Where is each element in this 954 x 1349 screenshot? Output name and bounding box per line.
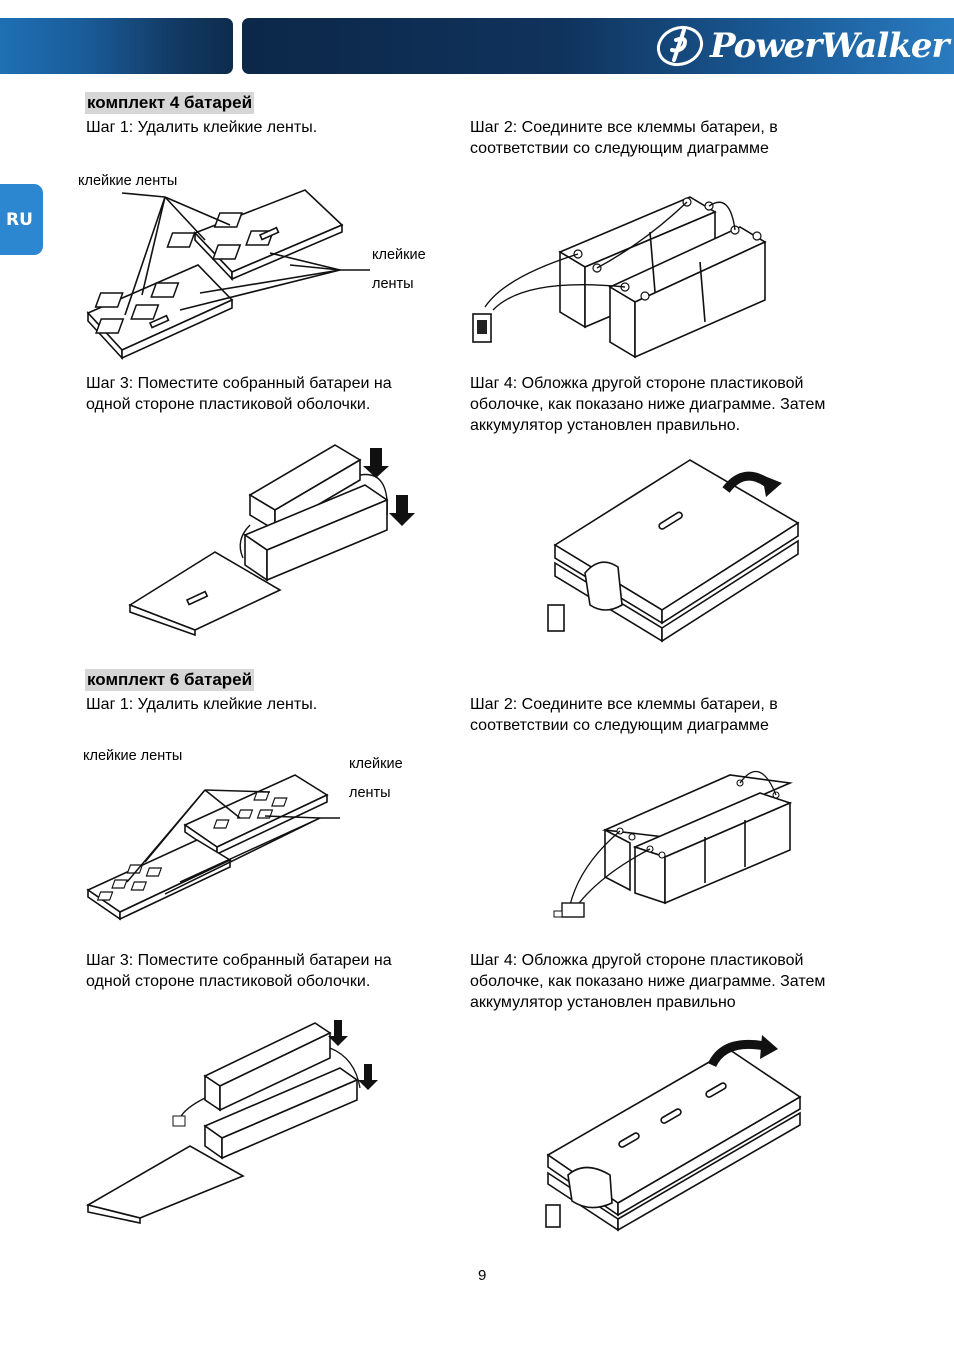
kit6-step4-line2: оболочке, как показано ниже диаграмме. З… <box>470 973 826 990</box>
kit6-step2-illustration <box>553 770 793 918</box>
kit6-step4-line3: аккумулятор установлен правильно <box>470 994 736 1011</box>
header-left-band <box>0 18 233 74</box>
kit4-step3-line2: одной стороне пластиковой оболочки. <box>86 396 371 413</box>
kit6-step2-line2: соответствии со следующим диаграмме <box>470 717 769 734</box>
page-number: 9 <box>478 1267 487 1284</box>
kit4-step1-illustration <box>86 189 370 361</box>
kit6-label-tapes: клейкие ленты <box>83 748 183 764</box>
brand-name: PowerWalker <box>710 26 949 66</box>
kit6-step3-line2: одной стороне пластиковой оболочки. <box>86 973 371 990</box>
kit4-label-tapes-b: ленты <box>372 276 414 292</box>
kit6-step2-line1: Шаг 2: Соедините все клеммы батареи, в <box>470 696 778 713</box>
kit6-label-tapes-b: ленты <box>349 785 391 801</box>
kit6-step4-line1: Шаг 4: Обложка другой стороне пластиково… <box>470 952 804 969</box>
kit4-step3-line1: Шаг 3: Поместите собранный батареи на <box>86 375 392 392</box>
kit6-step4-illustration <box>545 1035 802 1232</box>
kit4-label-tapes-a: клейкие <box>372 247 426 263</box>
brand-logo: PowerWalker <box>654 22 954 70</box>
kit4-step4-line3: аккумулятор установлен правильно. <box>470 417 741 434</box>
kit6-label-tapes-a: клейкие <box>349 756 403 772</box>
header-right-band <box>242 18 954 74</box>
kit6-title: комплект 6 батарей <box>85 669 255 691</box>
kit4-step2-line1: Шаг 2: Соедините все клеммы батареи, в <box>470 119 778 136</box>
language-tab[interactable]: RU <box>0 184 43 255</box>
kit4-step4-line1: Шаг 4: Обложка другой стороне пластиково… <box>470 375 804 392</box>
kit4-title: комплект 4 батарей <box>85 92 255 114</box>
kit6-step3-illustration <box>85 1020 378 1224</box>
kit6-step3-line1: Шаг 3: Поместите собранный батареи на <box>86 952 392 969</box>
kit4-label-tapes: клейкие ленты <box>78 173 178 189</box>
kit4-step3-illustration <box>128 444 415 637</box>
kit6-step1-illustration <box>86 774 340 921</box>
kit4-step1: Шаг 1: Удалить клейкие ленты. <box>86 119 318 136</box>
powerwalker-logo-icon <box>656 25 704 67</box>
kit4-step4-illustration <box>547 459 800 643</box>
kit4-step2-line2: соответствии со следующим диаграмме <box>470 140 769 157</box>
kit4-step4-line2: оболочке, как показано ниже диаграмме. З… <box>470 396 826 413</box>
kit4-step2-illustration <box>472 196 767 359</box>
kit6-step1: Шаг 1: Удалить клейкие ленты. <box>86 696 318 713</box>
